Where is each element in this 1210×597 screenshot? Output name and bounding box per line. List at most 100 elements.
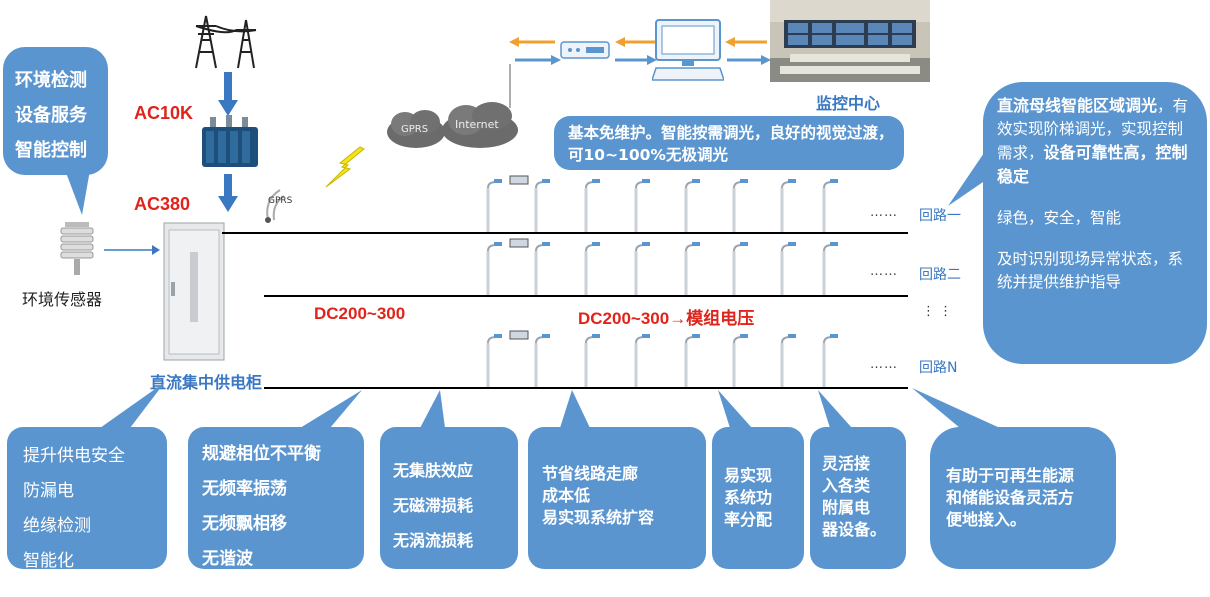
box-line: 器设备。 bbox=[822, 520, 887, 539]
ac10k-label: AC10K bbox=[134, 103, 194, 123]
street-light-icon bbox=[732, 242, 748, 295]
street-light-icon bbox=[780, 179, 796, 232]
box-line: 便地接入。 bbox=[946, 510, 1027, 529]
dc-bus-bold: 直流母线智能区域调光 bbox=[997, 96, 1158, 115]
street-light-icon bbox=[732, 334, 748, 387]
dc-bus-bubble: 直流母线智能区域调光，有效实现阶梯调光，实现控制需求，设备可靠性高，控制稳定 绿… bbox=[983, 82, 1207, 364]
box-line: 智能化 bbox=[23, 551, 74, 571]
box-line: 成本低 bbox=[542, 486, 591, 505]
street-light-icon bbox=[822, 242, 838, 295]
device-access-box: 灵活接 入各类 附属电 器设备。 bbox=[810, 427, 906, 569]
row-dots-2: …… bbox=[870, 264, 898, 279]
dc-bus-rest: ，有效实现阶梯调光，实现控制需求， bbox=[997, 97, 1189, 162]
phase-box: 规避相位不平衡 无频率振荡 无频飘相移 无谐波 bbox=[188, 427, 364, 569]
solar-panel-icon bbox=[509, 238, 529, 248]
bus-line-n bbox=[264, 387, 908, 389]
street-light-icon bbox=[584, 242, 600, 295]
box-line: 无谐波 bbox=[202, 549, 253, 569]
dimming-text: 基本免维护。智能按需调光，良好的视觉过渡，可10~100%无极调光 bbox=[568, 124, 894, 164]
sensor-label: 环境传感器 bbox=[22, 290, 103, 309]
street-light-icon bbox=[822, 334, 838, 387]
monitor-center-label: 监控中心 bbox=[816, 94, 881, 113]
solar-panel-icon bbox=[509, 330, 529, 340]
dc-left-label: DC200~300 bbox=[314, 304, 406, 323]
gprs-cloud-icon bbox=[387, 110, 445, 148]
street-lights bbox=[486, 175, 838, 387]
street-light-icon bbox=[732, 179, 748, 232]
box-line: 率分配 bbox=[724, 510, 773, 529]
loop-vdots: ⋮ ⋮ bbox=[922, 304, 953, 319]
street-light-icon bbox=[684, 242, 700, 295]
box-line: 有助于可再生能源 bbox=[946, 466, 1075, 485]
street-light-icon bbox=[486, 242, 502, 295]
power-cabinet-icon bbox=[163, 222, 225, 361]
street-light-icon bbox=[584, 179, 600, 232]
street-light-icon bbox=[534, 242, 550, 295]
street-light-icon bbox=[684, 334, 700, 387]
box-line: 无磁滞损耗 bbox=[393, 496, 474, 515]
loop-label-1: 回路一 bbox=[919, 208, 961, 224]
bus-line-2 bbox=[264, 295, 908, 297]
box-line: 系统功 bbox=[724, 488, 773, 507]
street-light-icon bbox=[684, 179, 700, 232]
power-tower-icon bbox=[195, 15, 257, 69]
street-light-icon bbox=[584, 334, 600, 387]
street-light-icon bbox=[634, 242, 650, 295]
dimming-bubble: 基本免维护。智能按需调光，良好的视觉过渡，可10~100%无极调光 bbox=[554, 116, 904, 170]
row-dots-n: …… bbox=[870, 357, 898, 372]
transformer-icon bbox=[202, 115, 258, 167]
dc-bus-para-3: 及时识别现场异常状态，系统并提供维护指导 bbox=[997, 250, 1184, 291]
box-line: 绝缘检测 bbox=[23, 516, 91, 536]
gprs-antenna-label: GPRS bbox=[268, 196, 293, 206]
box-line: 易实现系统扩容 bbox=[542, 508, 655, 527]
dc-bus-para-1: 直流母线智能区域调光，有效实现阶梯调光，实现控制需求，设备可靠性高，控制稳定 bbox=[997, 94, 1193, 189]
street-light-icon bbox=[486, 179, 502, 232]
ac380-label: AC380 bbox=[134, 194, 191, 214]
renewable-box: 有助于可再生能源 和储能设备灵活方 便地接入。 bbox=[930, 427, 1116, 569]
street-light-icon bbox=[534, 334, 550, 387]
box-line: 和储能设备灵活方 bbox=[946, 488, 1075, 507]
dc-bus-para-2: 绿色，安全，智能 bbox=[997, 209, 1122, 227]
down-arrow-1 bbox=[218, 72, 238, 116]
sensor-icon bbox=[60, 222, 94, 275]
env-control-bubble: 环境检测 设备服务 智能控制 bbox=[3, 47, 108, 175]
street-light-icon bbox=[780, 242, 796, 295]
bus-line-1 bbox=[222, 232, 908, 234]
box-line: 规避相位不平衡 bbox=[202, 444, 321, 464]
box-line: 防漏电 bbox=[23, 481, 74, 501]
street-light-icon bbox=[780, 334, 796, 387]
loop-label-2: 回路二 bbox=[919, 267, 961, 283]
network-arrows bbox=[509, 37, 771, 65]
box-line: 灵活接 bbox=[822, 454, 871, 473]
box-line: 入各类 bbox=[822, 476, 871, 495]
bubble-line: 环境检测 bbox=[15, 70, 87, 91]
down-arrow-2 bbox=[218, 174, 238, 212]
solar-panel-icon bbox=[509, 175, 529, 185]
gprs-antenna-icon bbox=[265, 189, 285, 223]
street-light-icon bbox=[486, 334, 502, 387]
control-room-photo bbox=[770, 0, 930, 82]
cabinet-label: 直流集中供电柜 bbox=[150, 373, 263, 392]
safety-box: 提升供电安全 防漏电 绝缘检测 智能化 bbox=[7, 427, 167, 571]
street-light-icon bbox=[634, 179, 650, 232]
box-line: 无涡流损耗 bbox=[393, 531, 474, 550]
power-distribution-box: 易实现 系统功 率分配 bbox=[712, 427, 804, 569]
cloud-gprs-label: GPRS bbox=[401, 124, 429, 135]
box-line: 提升供电安全 bbox=[23, 446, 125, 466]
lightning-icon bbox=[325, 146, 365, 188]
row-dots-1: …… bbox=[870, 205, 898, 220]
bubble-line: 设备服务 bbox=[15, 105, 87, 126]
bottom-pointers bbox=[100, 382, 1000, 428]
box-line: 无集肤效应 bbox=[393, 461, 474, 480]
dc-bus-bold2: 设备可靠性高，控制稳定 bbox=[997, 143, 1188, 186]
cost-box: 节省线路走廊 成本低 易实现系统扩容 bbox=[528, 427, 706, 569]
router-icon bbox=[560, 41, 610, 59]
bubble-tail bbox=[65, 170, 90, 215]
loss-box: 无集肤效应 无磁滞损耗 无涡流损耗 bbox=[380, 427, 518, 569]
right-bubble-tail bbox=[948, 150, 986, 206]
street-light-icon bbox=[534, 179, 550, 232]
cloud-internet-label: Internet bbox=[455, 118, 499, 131]
dc-right-label: DC200~300→模组电压 bbox=[578, 309, 755, 328]
box-line: 附属电 bbox=[822, 498, 871, 517]
box-line: 节省线路走廊 bbox=[542, 464, 639, 483]
